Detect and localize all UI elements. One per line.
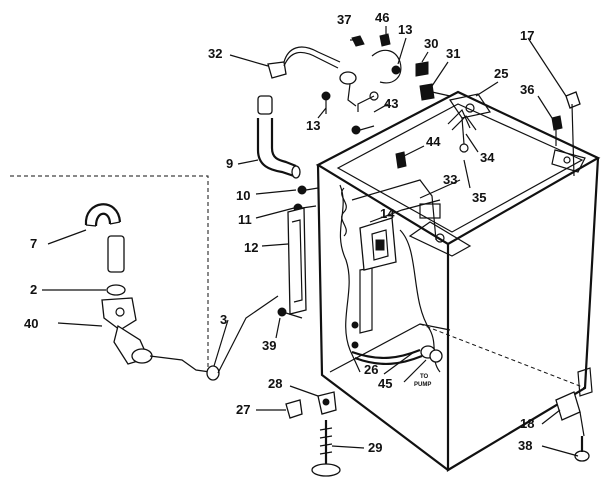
control-bracket (359, 199, 441, 271)
label-part-36: 36 (520, 82, 534, 97)
pump-note-line2: PUMP (414, 382, 431, 388)
label-part-31: 31 (446, 46, 460, 61)
label-part-37: 37 (337, 12, 351, 27)
part-labels: 37 46 13 30 31 32 25 17 36 43 13 44 34 3… (24, 10, 534, 455)
label-part-7: 7 (30, 236, 37, 251)
label-part-46: 46 (375, 10, 389, 25)
pump-note-line1: TO (420, 374, 429, 380)
label-part-12: 12 (244, 240, 258, 255)
label-part-14: 14 (380, 206, 395, 221)
label-part-44: 44 (426, 134, 441, 149)
label-part-10: 10 (236, 188, 250, 203)
right-top-parts (551, 91, 581, 177)
label-part-40: 40 (24, 316, 38, 331)
label-part-3: 3 (220, 312, 227, 327)
leader-lines (42, 26, 579, 457)
label-part-25: 25 (494, 66, 508, 81)
label-part-39: 39 (262, 338, 276, 353)
screws-10-11 (293, 185, 319, 213)
label-part-35: 35 (472, 190, 486, 205)
label-part-29: 29 (368, 440, 382, 455)
label-part-38: 38 (518, 438, 532, 453)
label-part-30: 30 (424, 36, 438, 51)
label-part-45: 45 (378, 376, 392, 391)
label-part-33: 33 (443, 172, 457, 187)
right-foot (555, 391, 590, 462)
label-part-27: 27 (236, 402, 250, 417)
label-part-9: 9 (226, 156, 233, 171)
suspension-hanger (447, 108, 477, 153)
label-part-34: 34 (480, 150, 495, 165)
cabinet (315, 90, 601, 472)
label-part-18: 18 (520, 416, 534, 431)
label-part-26: 26 (364, 362, 378, 377)
label-part-17: 17 (520, 28, 534, 43)
side-panel (277, 207, 307, 319)
top-parts (267, 33, 451, 169)
inner-drain-hose (351, 321, 443, 366)
label-part-11: 11 (238, 212, 252, 227)
fill-hose (256, 95, 301, 179)
label-part-2: 2 (30, 282, 37, 297)
label-part-43: 43 (384, 96, 398, 111)
label-part-32: 32 (208, 46, 222, 61)
label-part-13-left: 13 (306, 118, 320, 133)
leveling-legs (285, 391, 341, 477)
label-part-13-top: 13 (398, 22, 412, 37)
drain-hose-assembly (10, 175, 279, 381)
label-part-28: 28 (268, 376, 282, 391)
